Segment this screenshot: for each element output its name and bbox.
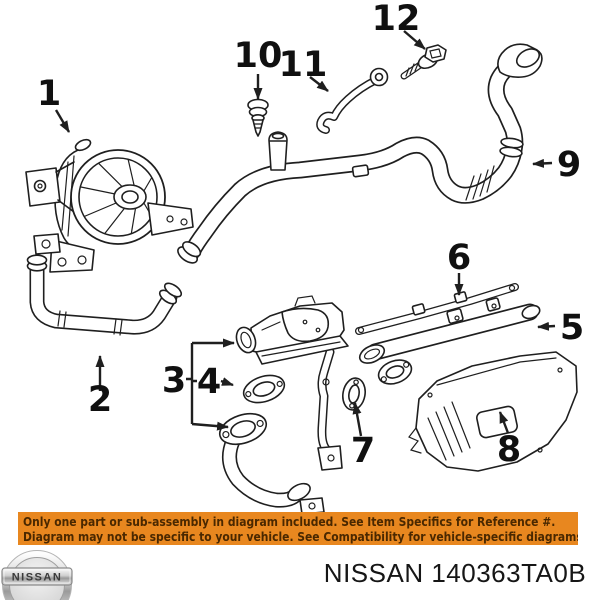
callout-6: 6 xyxy=(447,238,471,278)
gasket-4 xyxy=(242,374,286,404)
gasket-7 xyxy=(342,377,366,411)
pump-mount-arm xyxy=(147,202,194,236)
nissan-logo: NISSAN xyxy=(1,550,73,600)
rail-6 xyxy=(355,283,519,335)
callout-1: 1 xyxy=(37,74,61,114)
disclaimer-banner: Only one part or sub-assembly in diagram… xyxy=(18,512,578,545)
heat-shield-8 xyxy=(408,351,578,472)
flange-pipe-3b xyxy=(218,412,325,515)
callout-9: 9 xyxy=(557,145,581,185)
callout-10: 10 xyxy=(234,36,283,76)
callout-2: 2 xyxy=(88,380,112,420)
part-2-hose xyxy=(26,254,183,336)
hose-tab xyxy=(351,164,370,178)
callout-7: 7 xyxy=(351,431,375,471)
part-1-pump xyxy=(25,138,194,273)
pipe-flange xyxy=(377,359,413,385)
callout-3: 3 xyxy=(162,361,186,401)
part-9-hose xyxy=(177,43,543,264)
fastener-10 xyxy=(247,98,269,137)
bolt-12 xyxy=(400,44,447,80)
callout-labels: 1 2 3 4 5 6 7 8 9 10 11 12 xyxy=(37,0,584,471)
callout-4: 4 xyxy=(197,362,221,402)
hose-open-end xyxy=(497,43,543,78)
pipe-5 xyxy=(358,297,541,385)
callout-arrows xyxy=(54,30,556,437)
callout-5: 5 xyxy=(560,308,584,348)
callout-11: 11 xyxy=(279,45,328,85)
egr-valve-3 xyxy=(235,295,349,471)
hose-clamp xyxy=(57,310,123,336)
disclaimer-line-2: Diagram may not be specific to your vehi… xyxy=(23,529,578,544)
part-number-label: NISSAN 140363TA0B xyxy=(323,558,587,588)
callout-8: 8 xyxy=(497,430,521,470)
disclaimer-line-1: Only one part or sub-assembly in diagram… xyxy=(23,514,556,529)
nissan-logo-text: NISSAN xyxy=(12,572,63,584)
bracket-11 xyxy=(316,67,389,134)
hose-spout xyxy=(268,131,288,171)
callout-12: 12 xyxy=(372,0,421,39)
